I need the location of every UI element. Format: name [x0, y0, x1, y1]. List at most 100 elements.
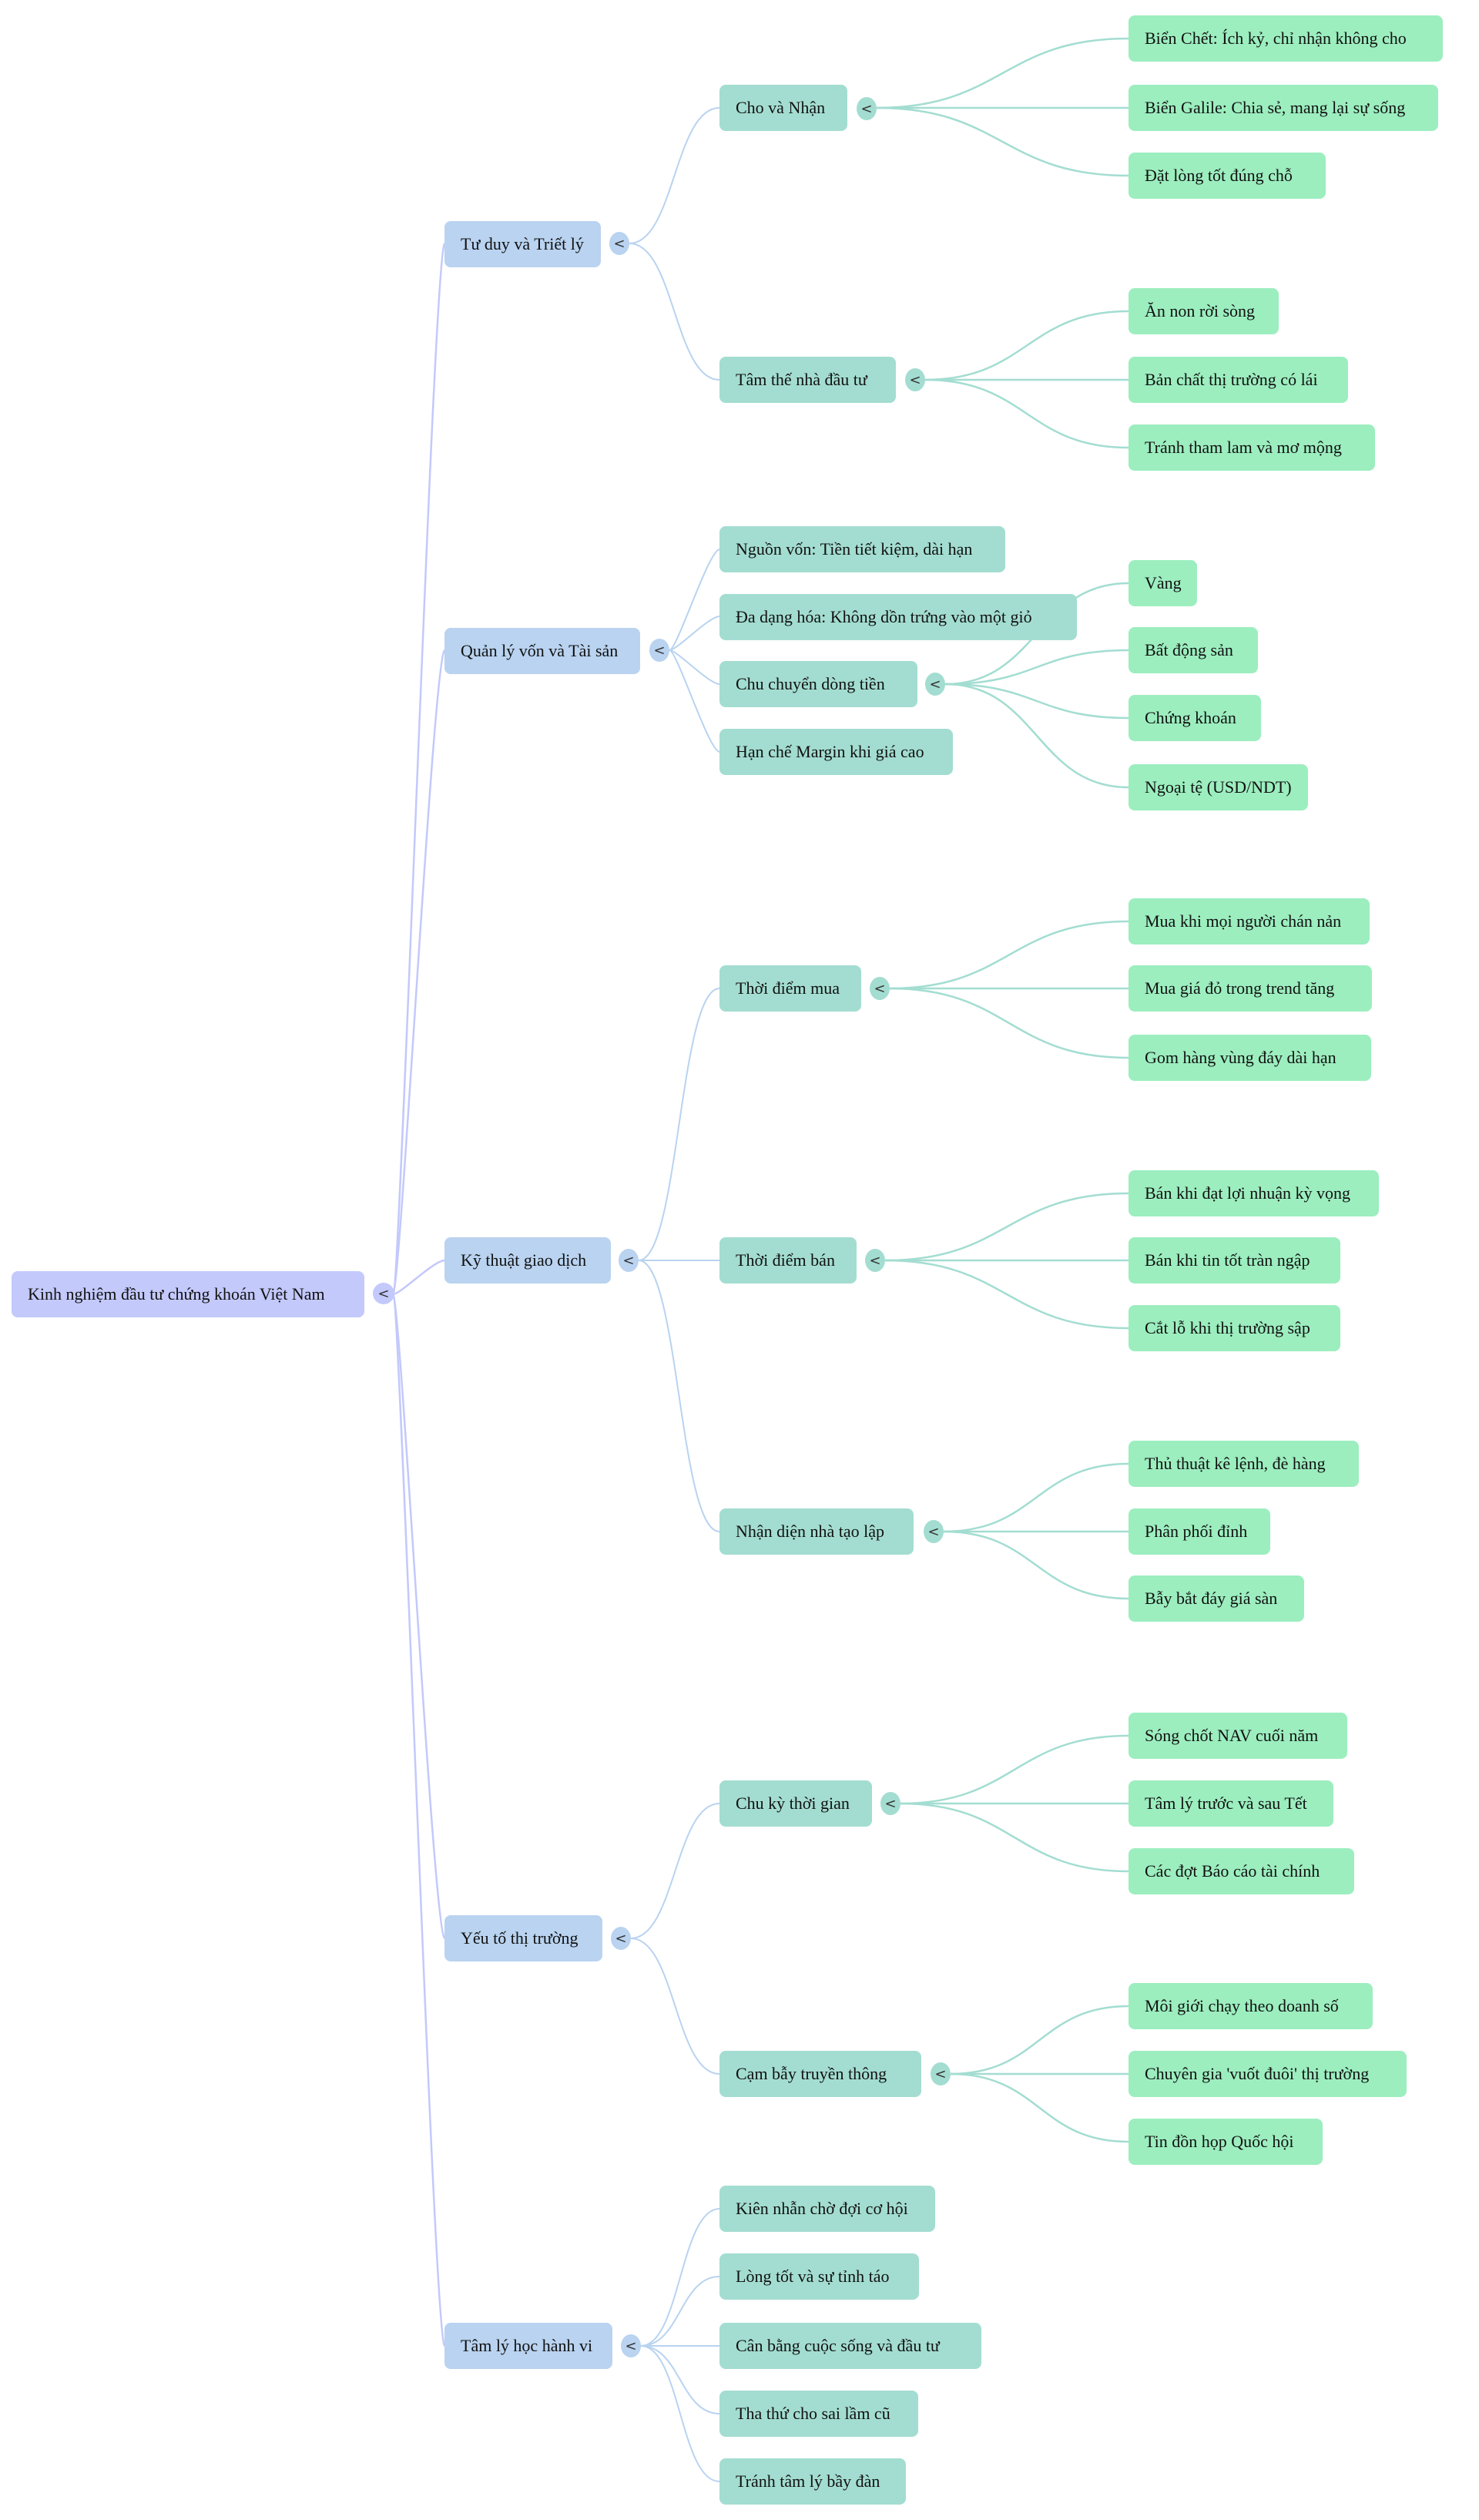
leaf-label: Bất động sản [1145, 640, 1233, 659]
topic-thoi-diem-ban[interactable]: Thời điểm bán [719, 1237, 857, 1283]
connector-line [640, 2208, 720, 2347]
connector-line [638, 1260, 720, 1532]
leaf-vang[interactable]: Vàng [1129, 560, 1197, 606]
connector-line [391, 243, 446, 1296]
branch-yeu-to[interactable]: Yếu tố thị trường [444, 1915, 602, 1961]
collapse-toggle-icon[interactable]: < [609, 232, 629, 255]
leaf-moi-gioi[interactable]: Môi giới chạy theo doanh số [1129, 1983, 1373, 2029]
leaf-song-chot-nav[interactable]: Sóng chốt NAV cuối năm [1129, 1713, 1347, 1759]
leaf-mua-chan-nan[interactable]: Mua khi mọi người chán nản [1129, 898, 1370, 945]
collapse-toggle-icon[interactable]: < [925, 673, 945, 696]
collapse-toggle-icon[interactable]: < [649, 639, 669, 662]
connector-line [943, 1530, 1129, 1600]
leaf-bien-galile[interactable]: Biển Galile: Chia sẻ, mang lại sự sống [1129, 85, 1438, 131]
collapse-toggle-icon[interactable]: < [857, 97, 877, 120]
branch-label: Yếu tố thị trường [461, 1928, 579, 1948]
topic-nhan-dien[interactable]: Nhận diện nhà tạo lập [719, 1508, 914, 1555]
leaf-thu-thuat[interactable]: Thủ thuật kê lệnh, đè hàng [1129, 1441, 1359, 1487]
chevron-left-icon: < [615, 1930, 627, 1947]
collapse-toggle-icon[interactable]: < [870, 977, 890, 1000]
leaf-ngoai-te[interactable]: Ngoại tệ (USD/NDT) [1129, 764, 1308, 810]
branch-ky-thuat[interactable]: Kỹ thuật giao dịch [444, 1237, 611, 1283]
leaf-chung-khoan[interactable]: Chứng khoán [1129, 695, 1261, 741]
connector-line [629, 243, 720, 381]
topic-label: Chu chuyển dòng tiền [736, 674, 885, 693]
leaf-ban-chat[interactable]: Bản chất thị trường có lái [1129, 357, 1348, 403]
branch-tu-duy[interactable]: Tư duy và Triết lý [444, 221, 601, 267]
topic-label: Lòng tốt và sự tỉnh táo [736, 2267, 890, 2286]
chevron-left-icon: < [934, 2065, 947, 2082]
leaf-label: Mua giá đỏ trong trend tăng [1145, 978, 1335, 998]
leaf-ban-loi-nhuan[interactable]: Bán khi đạt lợi nhuận kỳ vọng [1129, 1170, 1379, 1216]
leaf-ban-tin-tot[interactable]: Bán khi tin tốt tràn ngập [1129, 1237, 1340, 1283]
leaf-bat-dong-san[interactable]: Bất động sản [1129, 627, 1258, 673]
leaf-label: Phân phối đỉnh [1145, 1522, 1248, 1541]
branch-label: Tâm lý học hành vi [461, 2336, 593, 2355]
leaf-phan-phoi[interactable]: Phân phối đỉnh [1129, 1508, 1270, 1555]
topic-label: Tránh tâm lý bầy đàn [736, 2471, 880, 2491]
topic-thoi-diem-mua[interactable]: Thời điểm mua [719, 965, 861, 1012]
root-node[interactable]: Kinh nghiệm đầu tư chứng khoán Việt Nam [12, 1271, 364, 1317]
collapse-toggle-icon[interactable]: < [931, 2062, 951, 2085]
collapse-toggle-icon[interactable]: < [619, 1249, 639, 1272]
topic-da-dang-hoa[interactable]: Đa dạng hóa: Không dồn trứng vào một giỏ [719, 594, 1077, 640]
collapse-toggle-icon[interactable]: < [880, 1792, 900, 1815]
leaf-label: Ngoại tệ (USD/NDT) [1145, 777, 1292, 797]
leaf-dat-long-tot[interactable]: Đặt lòng tốt đúng chỗ [1129, 153, 1326, 199]
leaf-label: Ăn non rời sòng [1145, 301, 1256, 320]
leaf-chuyen-gia[interactable]: Chuyên gia 'vuốt đuôi' thị trường [1129, 2051, 1407, 2097]
leaf-tin-don[interactable]: Tin đồn họp Quốc hội [1129, 2119, 1323, 2165]
topic-kien-nhan[interactable]: Kiên nhẫn chờ đợi cơ hội [719, 2186, 935, 2232]
chevron-left-icon: < [909, 371, 921, 388]
connector-line [944, 683, 1129, 720]
topic-chu-ky[interactable]: Chu kỳ thời gian [719, 1780, 872, 1827]
collapse-toggle-icon[interactable]: < [905, 368, 925, 391]
leaf-label: Biển Chết: Ích kỷ, chỉ nhận không cho [1145, 29, 1407, 48]
collapse-toggle-icon[interactable]: < [621, 2334, 641, 2357]
topic-can-bang[interactable]: Cân bằng cuộc sống và đầu tư [719, 2323, 981, 2369]
leaf-an-non[interactable]: Ăn non rời sòng [1129, 288, 1279, 334]
topic-han-che-margin[interactable]: Hạn chế Margin khi giá cao [719, 729, 953, 775]
topic-chu-chuyen[interactable]: Chu chuyển dòng tiền [719, 661, 917, 707]
collapse-toggle-icon[interactable]: < [924, 1520, 944, 1543]
branch-quan-ly-von[interactable]: Quản lý vốn và Tài sản [444, 628, 640, 674]
leaf-tranh-tham-lam[interactable]: Tránh tham lam và mơ mộng [1129, 424, 1375, 471]
leaf-label: Tâm lý trước và sau Tết [1145, 1794, 1307, 1813]
collapse-toggle-icon[interactable]: < [865, 1249, 885, 1272]
connector-line [630, 1938, 720, 2075]
connector-line [669, 649, 720, 753]
branch-tam-ly[interactable]: Tâm lý học hành vi [444, 2323, 612, 2369]
topic-tam-the[interactable]: Tâm thế nhà đầu tư [719, 357, 896, 403]
leaf-bay-bat-day[interactable]: Bẫy bắt đáy giá sàn [1129, 1575, 1304, 1622]
leaf-mua-gia-do[interactable]: Mua giá đỏ trong trend tăng [1129, 965, 1372, 1012]
topic-label: Đa dạng hóa: Không dồn trứng vào một giỏ [736, 607, 1032, 626]
topic-label: Nguồn vốn: Tiền tiết kiệm, dài hạn [736, 539, 973, 559]
topic-tha-thu[interactable]: Tha thứ cho sai lầm cũ [719, 2391, 918, 2437]
topic-cam-bay[interactable]: Cạm bẫy truyền thông [719, 2051, 921, 2097]
leaf-bien-chet[interactable]: Biển Chết: Ích kỷ, chỉ nhận không cho [1129, 15, 1443, 62]
topic-label: Cho và Nhận [736, 98, 826, 117]
connector-line [391, 1293, 446, 1939]
topic-cho-va-nhan[interactable]: Cho và Nhận [719, 85, 847, 131]
topic-label: Chu kỳ thời gian [736, 1794, 850, 1813]
collapse-toggle-icon[interactable]: < [611, 1927, 631, 1950]
connector-line [392, 1259, 445, 1296]
leaf-tam-ly-tet[interactable]: Tâm lý trước và sau Tết [1129, 1780, 1333, 1827]
chevron-left-icon: < [929, 676, 941, 693]
connector-line [391, 649, 446, 1296]
topic-label: Kiên nhẫn chờ đợi cơ hội [736, 2199, 908, 2218]
topic-label: Thời điểm mua [736, 978, 840, 998]
leaf-bao-cao-tai-chinh[interactable]: Các đợt Báo cáo tài chính [1129, 1848, 1354, 1894]
leaf-label: Thủ thuật kê lệnh, đè hàng [1145, 1454, 1326, 1473]
topic-nguon-von[interactable]: Nguồn vốn: Tiền tiết kiệm, dài hạn [719, 526, 1005, 572]
topic-long-tot[interactable]: Lòng tốt và sự tỉnh táo [719, 2253, 919, 2300]
chevron-left-icon: < [927, 1523, 940, 1540]
leaf-label: Chứng khoán [1145, 708, 1236, 727]
connector-line [950, 2072, 1129, 2143]
leaf-cat-lo[interactable]: Cắt lỗ khi thị trường sập [1129, 1305, 1340, 1351]
leaf-gom-hang[interactable]: Gom hàng vùng đáy dài hạn [1129, 1035, 1371, 1081]
topic-tranh-bay-dan[interactable]: Tránh tâm lý bầy đàn [719, 2458, 906, 2505]
collapse-toggle-icon[interactable]: < [373, 1283, 394, 1304]
connector-line [876, 106, 1129, 177]
